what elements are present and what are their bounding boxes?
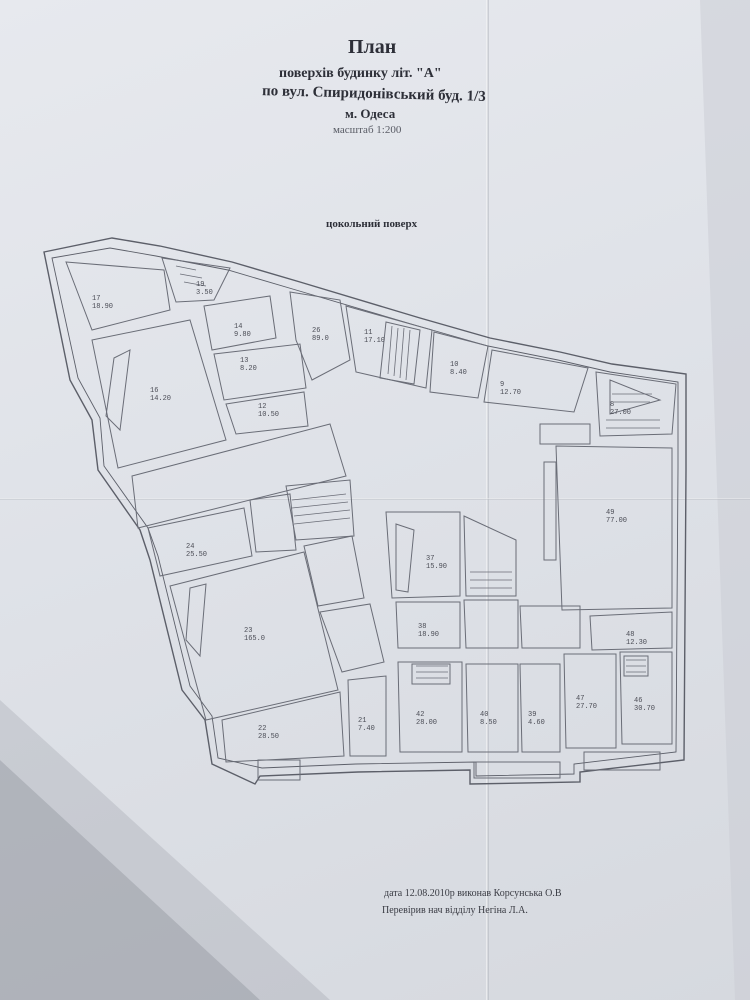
horizontal-fold <box>0 498 750 500</box>
plan-title: План <box>348 36 397 58</box>
room-42 <box>397 661 463 753</box>
room-11 <box>345 305 433 389</box>
building-outline <box>43 237 687 785</box>
floor-label: цокольний поверх <box>326 218 418 230</box>
title-block: План поверхів будинку літ. "А" по вул. С… <box>0 0 750 230</box>
room-39 <box>519 663 561 753</box>
room-9 <box>483 349 589 413</box>
footer-checked-by: Перевірив нач відділу Негіна Л.А. <box>382 905 528 916</box>
room-40 <box>465 663 519 753</box>
vertical-fold <box>486 0 489 1000</box>
room-49 <box>555 445 673 611</box>
room-22 <box>221 691 345 763</box>
room-48 <box>589 611 673 651</box>
room-47 <box>563 653 617 749</box>
room-23 <box>169 551 339 721</box>
room-46 <box>619 651 673 745</box>
scale-label: масштаб 1:200 <box>333 124 402 136</box>
room-24 <box>147 507 253 577</box>
plan-subtitle: поверхів будинку літ. "А" <box>279 66 442 81</box>
city-name: м. Одеса <box>345 106 396 121</box>
room-17 <box>65 261 171 331</box>
room-21 <box>347 675 387 757</box>
room-16 <box>91 319 227 469</box>
footer-date: дата 12.08.2010р виконав Корсунська О.В <box>384 888 562 899</box>
room-38 <box>395 601 461 649</box>
